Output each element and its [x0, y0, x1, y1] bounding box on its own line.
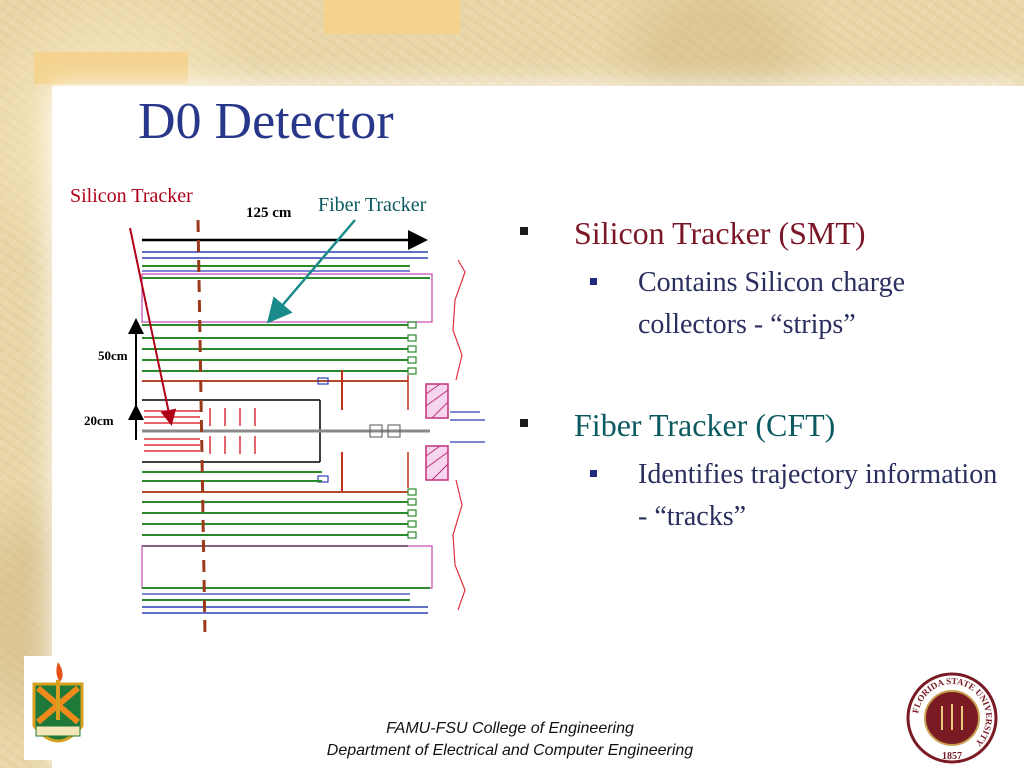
bullet-smt-text: Silicon Tracker (SMT): [574, 215, 866, 251]
sub-bullet-cft-text: Identifies trajectory information - “tra…: [638, 459, 998, 532]
silicon-barrel: [142, 399, 430, 463]
square-bullet-icon: [590, 278, 597, 285]
footer-line-1: FAMU-FSU College of Engineering: [386, 720, 634, 737]
solenoid-outline-bottom: [452, 479, 466, 611]
endcap-bottom: [425, 445, 449, 481]
solenoid-outline-top: [452, 259, 466, 381]
bullet-cft: Fiber Tracker (CFT): [520, 406, 1010, 444]
fiber-connectors-top: [407, 321, 417, 375]
fiber-tracker-pointer: [266, 219, 356, 324]
footer-line-2: Department of Electrical and Computer En…: [326, 742, 694, 759]
slide-title: D0 Detector: [138, 93, 394, 150]
seal-year: 1857: [942, 751, 962, 762]
beam-flange: [450, 411, 485, 443]
endcap-hatch: [425, 383, 449, 481]
outer-layers-bottom: [141, 545, 433, 614]
silicon-tracker-pointer: [129, 227, 177, 426]
accent-block-top: [324, 0, 460, 34]
sub-bullet-smt-text: Contains Silicon charge collectors - “st…: [638, 267, 905, 340]
famu-crest-icon: [24, 656, 92, 760]
bullet-cft-text: Fiber Tracker (CFT): [574, 407, 836, 443]
bullet-list: Silicon Tracker (SMT) Contains Silicon c…: [520, 214, 1010, 538]
square-bullet-icon: [520, 227, 528, 235]
dashed-boundary-line: [196, 219, 207, 635]
square-bullet-icon: [590, 470, 597, 477]
dim-50-label: 50cm: [98, 348, 128, 363]
fiber-connectors-bottom: [407, 488, 417, 539]
footer: FAMU-FSU College of Engineering Departme…: [230, 718, 790, 762]
silicon-tracker-label: Silicon Tracker: [70, 185, 193, 207]
detector-diagram: 125 cm 50cm 20cm: [70, 180, 485, 635]
dim-125-label: 125 cm: [246, 205, 292, 221]
bullet-smt: Silicon Tracker (SMT): [520, 214, 1010, 252]
sub-bullet-cft: Identifies trajectory information - “tra…: [520, 454, 1010, 538]
square-bullet-icon: [520, 419, 528, 427]
diagram-canvas: [77, 215, 477, 633]
sub-bullet-smt: Contains Silicon charge collectors - “st…: [520, 262, 1010, 346]
fiber-layers-top: [142, 324, 408, 382]
dim-20-label: 20cm: [84, 413, 114, 428]
accent-block-left: [34, 52, 188, 84]
endcap-top: [425, 383, 449, 419]
fiber-tracker-label: Fiber Tracker: [318, 194, 427, 216]
fsu-seal-icon: FLORIDA STATE UNIVERSITY 1857: [906, 672, 998, 764]
middle-connectors: [317, 370, 409, 492]
